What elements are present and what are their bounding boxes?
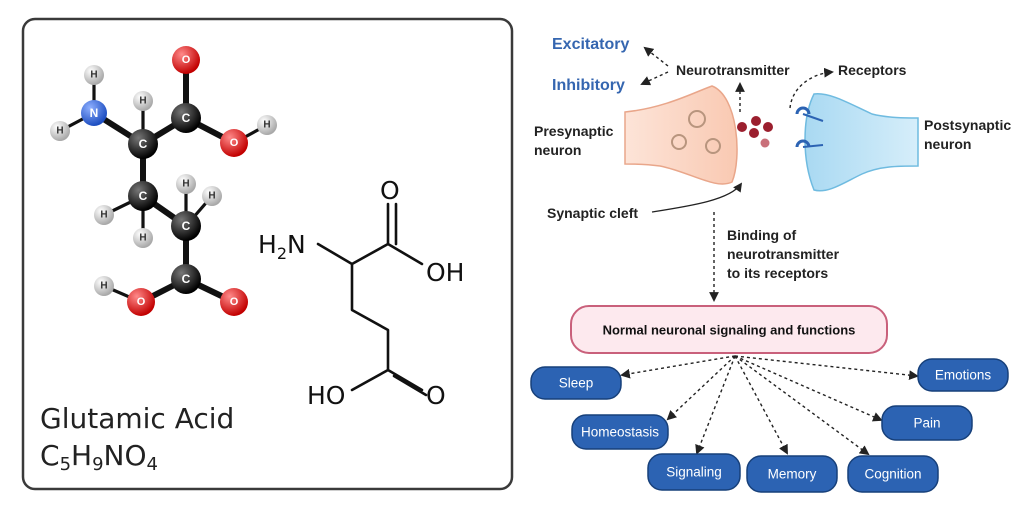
synaptic-vesicle <box>671 134 687 150</box>
synaptic-cleft-pointer <box>651 182 743 213</box>
arrow-to-excitatory <box>643 46 669 67</box>
svg-text:N: N <box>90 106 99 120</box>
function-arrows <box>620 355 919 456</box>
function-pill-signaling: Signaling <box>647 453 741 491</box>
carbon-atom: C <box>128 181 158 211</box>
svg-text:Sleep: Sleep <box>559 376 594 391</box>
svg-text:Cognition: Cognition <box>864 467 921 482</box>
hydrogen-atom: H <box>257 115 277 135</box>
hydrogen-atom: H <box>176 174 196 194</box>
svg-text:H: H <box>208 191 215 202</box>
function-pill-emotions: Emotions <box>917 358 1009 392</box>
synaptic-cleft-label: Synaptic cleft <box>547 205 638 221</box>
svg-text:Signaling: Signaling <box>666 465 722 480</box>
receptor-icon <box>795 106 824 122</box>
carbon-atom: C <box>171 211 201 241</box>
svg-text:C: C <box>182 111 191 125</box>
function-pill-memory: Memory <box>746 455 838 493</box>
arrow-to-inhibitory <box>640 71 669 86</box>
hydrogen-atom: H <box>94 205 114 225</box>
svg-text:C: C <box>139 137 148 151</box>
receptors-label: Receptors <box>838 62 907 78</box>
svg-text:C: C <box>139 189 148 203</box>
function-pill-homeostasis: Homeostasis <box>571 414 669 450</box>
excitatory-label: Excitatory <box>552 36 629 53</box>
carbon-atom: C <box>128 129 158 159</box>
svg-text:H: H <box>139 96 146 107</box>
svg-text:H: H <box>182 179 189 190</box>
svg-text:H: H <box>100 210 107 221</box>
hydrogen-atom: H <box>133 228 153 248</box>
carbon-atom: C <box>171 264 201 294</box>
receptor-icon <box>795 139 824 148</box>
hydrogen-atom: H <box>133 91 153 111</box>
svg-text:O: O <box>182 54 191 66</box>
hydrogen-atom: H <box>94 276 114 296</box>
oxygen-atom: O <box>220 288 248 316</box>
neurotransmitter-dot <box>737 122 747 132</box>
amine-group-label: H2N <box>258 230 306 263</box>
main-function-label: Normal neuronal signaling and functions <box>603 323 856 338</box>
oxygen-atom: O <box>220 129 248 157</box>
svg-text:H: H <box>139 233 146 244</box>
hydrogen-atom: H <box>202 186 222 206</box>
svg-text:H: H <box>56 126 63 137</box>
nitrogen-atom: N <box>81 100 107 126</box>
svg-text:H: H <box>100 281 107 292</box>
oxygen-atom: O <box>127 288 155 316</box>
svg-text:C: C <box>182 272 191 286</box>
main-function-box <box>570 305 888 354</box>
inhibitory-label: Inhibitory <box>552 77 625 94</box>
svg-text:O: O <box>137 296 146 308</box>
skeletal-formula: H2N O OH HO O <box>258 176 464 410</box>
compound-name: Glutamic Acid <box>40 402 234 435</box>
function-pill-sleep: Sleep <box>530 366 622 400</box>
svg-text:O: O <box>230 137 239 149</box>
bottom-hydroxyl-label: HO <box>307 381 345 410</box>
neurotransmitter-label: Neurotransmitter <box>676 62 790 78</box>
carbonyl-oxygen-label: O <box>380 176 400 205</box>
neurotransmitter-dot <box>751 116 761 126</box>
oxygen-atom: O <box>172 46 200 74</box>
svg-text:Homeostasis: Homeostasis <box>581 425 659 440</box>
function-pill-cognition: Cognition <box>847 455 939 493</box>
svg-text:O: O <box>230 296 239 308</box>
ball-and-stick-model: H H N H C O C O H H C H H H C C H O O <box>50 46 277 316</box>
synaptic-vesicle <box>705 138 721 154</box>
svg-text:Memory: Memory <box>768 467 817 482</box>
function-pill-pain: Pain <box>881 405 973 441</box>
neurotransmitter-dot <box>763 122 773 132</box>
postsynaptic-neuron-shape <box>804 93 919 192</box>
molecular-formula: C5H9NO4 <box>40 439 158 475</box>
neurotransmitter-dot <box>760 138 770 148</box>
svg-text:Emotions: Emotions <box>935 368 992 383</box>
svg-text:C: C <box>182 219 191 233</box>
synaptic-vesicle <box>688 110 706 128</box>
hydrogen-atom: H <box>84 65 104 85</box>
neurotransmitter-dot <box>749 128 759 138</box>
svg-text:H: H <box>90 70 97 81</box>
hydrogen-atom: H <box>50 121 70 141</box>
hydroxyl-label: OH <box>426 258 464 287</box>
bottom-oxygen-label: O <box>426 381 446 410</box>
carbon-atom: C <box>171 103 201 133</box>
svg-text:Pain: Pain <box>913 416 940 431</box>
svg-text:H: H <box>263 120 270 131</box>
